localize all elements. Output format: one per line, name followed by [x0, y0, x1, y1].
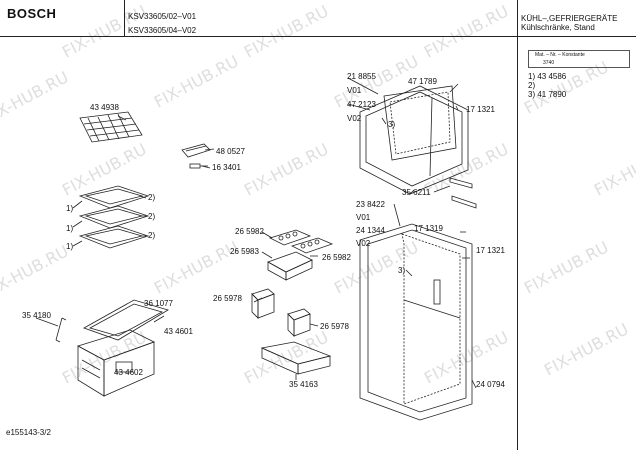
- freezer-door: [359, 85, 469, 195]
- footnote-marker: 2): [148, 212, 156, 221]
- part-label: 43 4938: [90, 103, 119, 112]
- part-label: 43 4602: [114, 368, 143, 377]
- egg-tray-1: [268, 229, 312, 246]
- crisper-drawer: [76, 329, 156, 397]
- part-label: 35 4163: [289, 380, 318, 389]
- crisper-glass: [83, 299, 169, 341]
- glass-shelf-3: [78, 225, 150, 249]
- part-label: V01: [347, 86, 362, 95]
- model-line-1: KSV33605/02–V01: [128, 12, 197, 21]
- part-label: 43 4601: [164, 327, 193, 336]
- bottle-shelf: [260, 341, 332, 375]
- footnote-2: 2): [528, 81, 536, 90]
- light-cover: [181, 143, 211, 158]
- footer-code: e155143-3/2: [6, 428, 51, 437]
- part-label: V01: [356, 213, 371, 222]
- part-label: V02: [356, 239, 371, 248]
- part-label: 26 5982: [235, 227, 264, 236]
- footnote-marker: 1): [66, 224, 74, 233]
- konstante-box: Mat. – Nr. – Konstante 3740: [528, 50, 630, 68]
- footnote-marker: 1): [66, 242, 74, 251]
- konstante-value: 3740: [543, 60, 555, 66]
- part-label: 35 6211: [402, 188, 431, 197]
- footnote-marker: 2): [148, 193, 156, 202]
- part-label: 47 2123: [347, 100, 376, 109]
- fridge-door: [359, 223, 473, 421]
- footnote-marker: 3): [388, 120, 396, 129]
- egg-tray-2: [290, 237, 334, 254]
- handle-1: [449, 177, 473, 189]
- part-label: 24 1344: [356, 226, 385, 235]
- glass-shelf-1: [78, 185, 150, 209]
- part-label: 24 0794: [476, 380, 505, 389]
- handle-2: [451, 195, 477, 209]
- category-line-1: KÜHL–,GEFRIERGERÄTE: [521, 14, 618, 23]
- footnote-1: 1) 43 4586: [528, 72, 567, 81]
- part-label: 26 5978: [213, 294, 242, 303]
- divider-right: [517, 0, 518, 450]
- konstante-label: Mat. – Nr. – Konstante: [535, 52, 585, 58]
- part-label: 48 0527: [216, 147, 245, 156]
- part-label: 47 1789: [408, 77, 437, 86]
- crisper-rail: [35, 317, 67, 343]
- part-label: 23 8422: [356, 200, 385, 209]
- model-line-2: KSV33605/04–V02: [128, 26, 197, 35]
- footnote-3: 3) 41 7890: [528, 90, 567, 99]
- part-label: 26 5983: [230, 247, 259, 256]
- part-label: 21 8855: [347, 72, 376, 81]
- light-switch: [189, 163, 208, 169]
- part-label: 26 5978: [320, 322, 349, 331]
- part-label: 17 1321: [476, 246, 505, 255]
- door-shelf-small: [267, 251, 313, 281]
- footnote-marker: 1): [66, 204, 74, 213]
- part-label: 16 3401: [212, 163, 241, 172]
- header-rule: [0, 36, 636, 37]
- door-bin-1: [251, 288, 275, 319]
- divider-left: [124, 0, 125, 36]
- part-label: 35 4180: [22, 311, 51, 320]
- brand-logo: BOSCH: [7, 6, 57, 21]
- glass-shelf-2: [78, 205, 150, 229]
- footnote-marker: 2): [148, 231, 156, 240]
- part-label: 17 1321: [466, 105, 495, 114]
- footnote-marker: 3): [398, 266, 406, 275]
- wire-rack: [79, 111, 143, 143]
- door-bin-2: [287, 308, 311, 337]
- part-label: 17 1319: [414, 224, 443, 233]
- part-label: 36 1077: [144, 299, 173, 308]
- part-label: 26 5982: [322, 253, 351, 262]
- freezer-seal: [383, 85, 457, 161]
- part-label: V02: [347, 114, 362, 123]
- category-line-2: Kühlschränke, Stand: [521, 23, 595, 32]
